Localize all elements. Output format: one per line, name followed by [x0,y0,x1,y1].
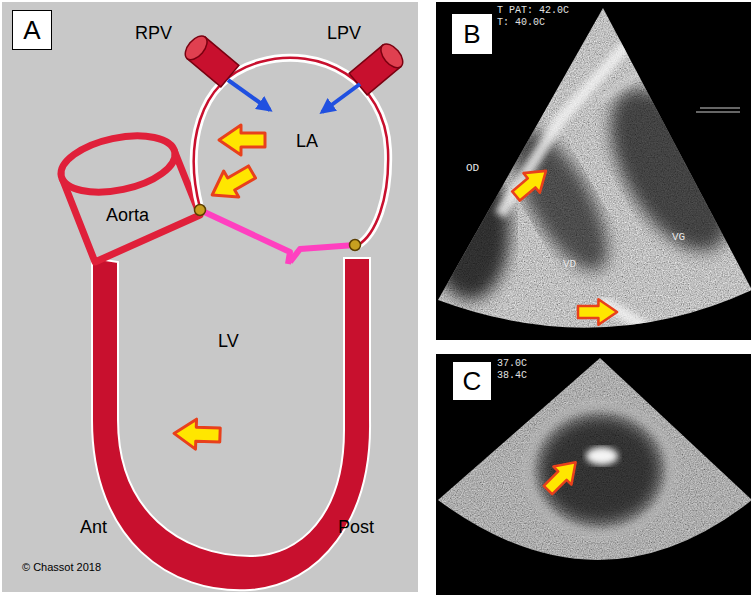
echo-annotation: 37.0C [497,358,527,369]
echo-annotation: VD [563,258,576,270]
echo-sector [430,2,753,340]
panel-background [2,2,418,592]
orientation-label: Ant [80,518,107,538]
annulus-dot [195,205,206,216]
panel-letter: C [463,368,482,394]
pointer-arrow [539,453,585,499]
annulus-dot [350,240,361,251]
pointer-arrow [205,159,260,208]
mitral-leaflet [200,210,290,264]
chamber-label: LV [218,332,239,352]
pointer-arrow [174,418,221,450]
panel-letter: A [23,17,40,43]
echo-annotation: T: 40.0C [497,17,545,28]
vessel-label: RPV [135,24,172,44]
echo-annotation: OD [466,162,479,174]
vessel-label: Aorta [106,206,149,226]
vessel-label: LPV [327,24,361,44]
aorta-opening [56,127,180,202]
vein-cylinder [181,32,239,87]
echo-annotation: VG [672,231,685,243]
pointer-arrow [219,125,265,155]
echo-annotation: 38.4C [497,370,527,381]
atrium-wall [194,58,388,245]
mitral-leaflet [290,245,355,262]
pointer-arrow [578,299,617,325]
panel-label-box: B [451,13,493,55]
flow-arrow [322,84,360,112]
chamber-label: LA [296,132,318,152]
panel-label-box: C [452,361,492,401]
echo-background [436,354,751,595]
echo-scale [696,108,740,112]
ventricle-wall [92,258,370,590]
copyright-note: © Chassot 2018 [22,561,101,573]
panel-label-box: A [12,10,52,50]
atrium-wall [194,58,388,245]
echo-sector [436,354,751,595]
orientation-label: Post [338,518,374,538]
pointer-arrow [508,161,554,206]
panel-letter: B [463,21,480,47]
flow-arrow [228,80,270,110]
echo-annotation: T PAT: 42.0C [497,5,569,16]
